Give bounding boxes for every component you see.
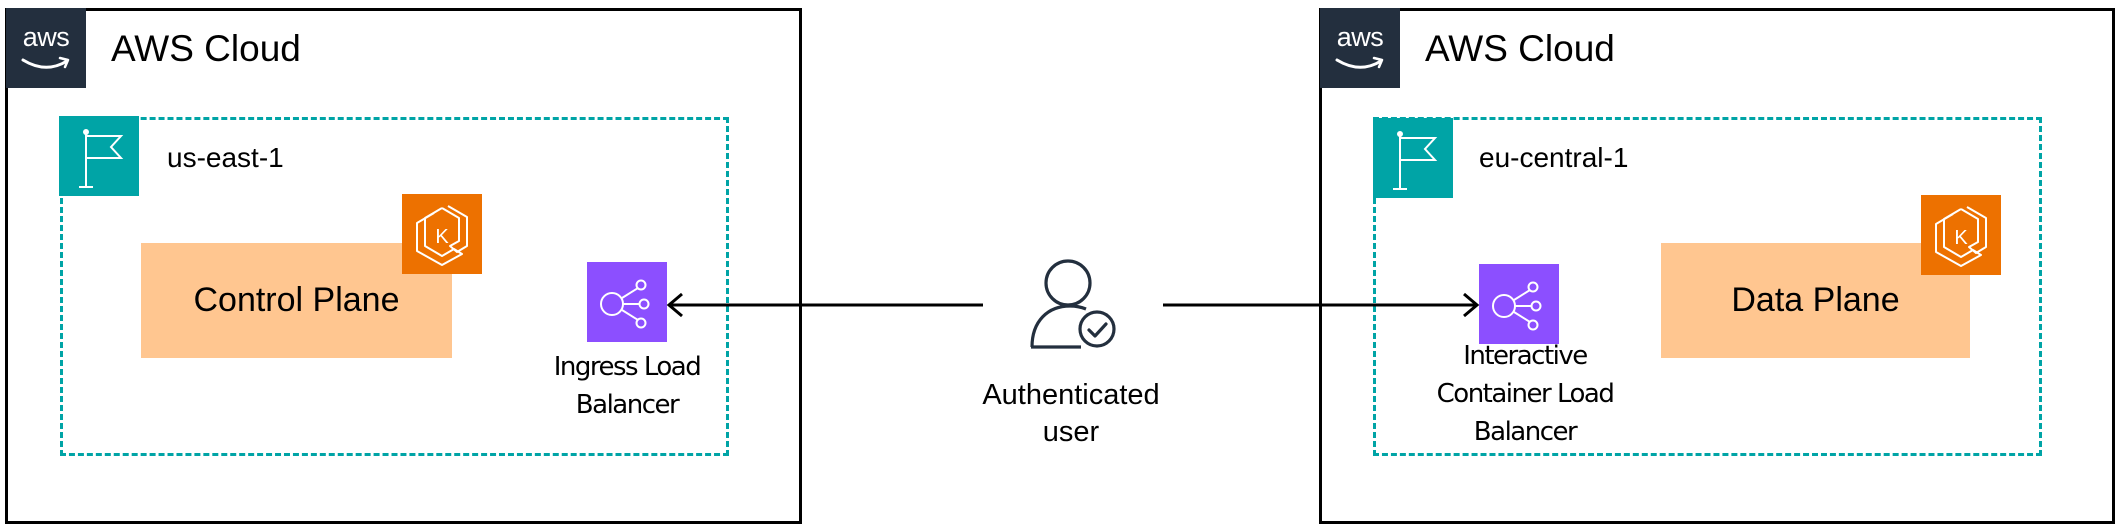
region-group-eu-central-1 xyxy=(1373,117,2042,456)
amazon-eks-icon: K xyxy=(402,194,482,274)
label-line: Container Load xyxy=(1436,379,1615,409)
data-plane-box: Data Plane xyxy=(1661,243,1970,358)
data-plane-label: Data Plane xyxy=(1731,281,1900,319)
aws-logo-icon: aws xyxy=(6,8,86,88)
control-plane-label: Control Plane xyxy=(193,281,400,319)
label-line: Authenticated xyxy=(982,379,1160,411)
arrow-user-to-interactive-lb xyxy=(1163,292,1480,318)
authenticated-user-label: Authenticated user xyxy=(950,377,1192,451)
elastic-load-balancing-icon xyxy=(587,262,667,342)
region-label-left: us-east-1 xyxy=(167,142,284,173)
elastic-load-balancing-icon xyxy=(1479,264,1559,344)
label-line: user xyxy=(1042,416,1100,448)
interactive-container-load-balancer-label: Interactive Container Load Balancer xyxy=(1415,337,1635,451)
svg-text:K: K xyxy=(435,226,449,248)
aws-logo-icon: aws xyxy=(1320,8,1400,88)
cloud-title-right: AWS Cloud xyxy=(1425,28,1615,69)
label-line: Interactive xyxy=(1463,341,1588,371)
region-flag-icon xyxy=(1373,118,1453,198)
ingress-load-balancer-label: Ingress Load Balancer xyxy=(527,348,727,424)
aws-logo-text: aws xyxy=(1336,22,1384,52)
region-label-right: eu-central-1 xyxy=(1479,142,1629,173)
region-group-us-east-1 xyxy=(60,117,729,456)
aws-smile-icon xyxy=(21,56,70,69)
control-plane-box: Control Plane xyxy=(141,243,452,358)
region-flag-icon xyxy=(59,116,139,196)
amazon-eks-icon: K xyxy=(1921,195,2001,275)
label-line: Balancer xyxy=(1473,417,1578,447)
label-line: Ingress Load xyxy=(553,352,702,382)
aws-smile-icon xyxy=(1335,56,1384,69)
label-line: Balancer xyxy=(575,390,680,420)
svg-text:K: K xyxy=(1954,227,1968,249)
aws-logo-text: aws xyxy=(22,22,70,52)
arrow-user-to-ingress xyxy=(666,292,983,318)
authenticated-user-icon xyxy=(1020,254,1120,354)
cloud-title-left: AWS Cloud xyxy=(111,28,301,69)
